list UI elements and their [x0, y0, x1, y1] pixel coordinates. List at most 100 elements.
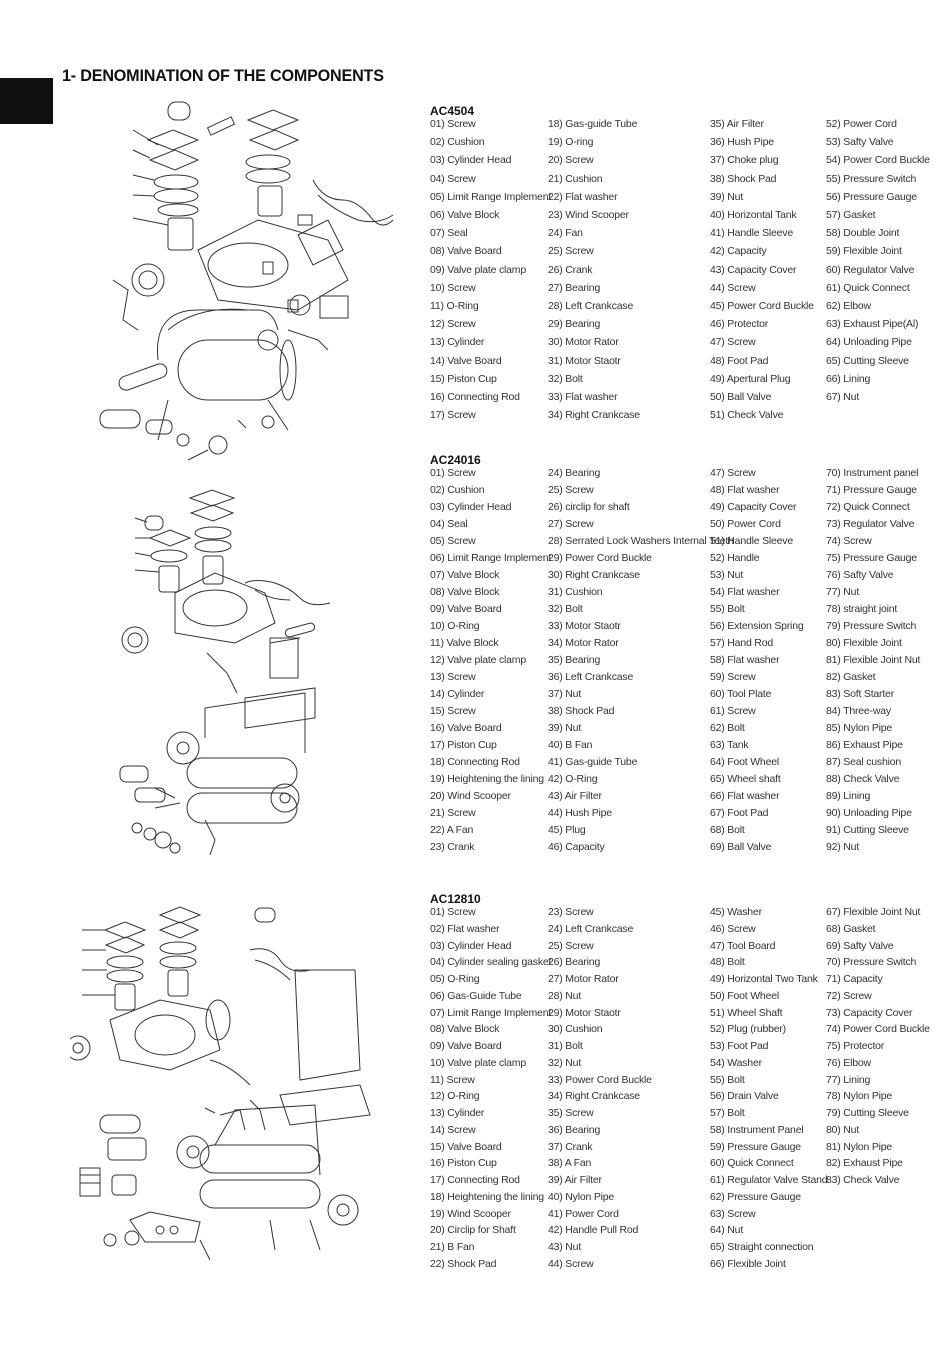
part-item: 02) Cushion — [430, 484, 485, 496]
part-item: 24) Left Crankcase — [548, 922, 634, 935]
part-item: 40) Horizontal Tank — [710, 209, 797, 221]
part-item: 50) Ball Valve — [710, 391, 772, 403]
part-item: 03) Cylinder Head — [430, 939, 512, 952]
part-item: 22) Shock Pad — [430, 1257, 497, 1270]
part-item: 46) Protector — [710, 318, 769, 331]
part-item: 50) Power Cord — [710, 518, 781, 530]
part-item: 38) Shock Pad — [548, 705, 615, 717]
part-item: 15) Valve Board — [430, 1140, 502, 1153]
part-item: 82) Gasket — [826, 671, 876, 683]
part-item: 09) Valve Board — [430, 603, 502, 615]
part-item: 69) Safty Valve — [826, 939, 894, 952]
part-item: 49) Horizontal Two Tank — [710, 973, 818, 985]
part-item: 10) O-Ring — [430, 620, 480, 632]
part-item: 06) Gas-Guide Tube — [430, 989, 522, 1002]
part-item: 64) Unloading Pipe — [826, 336, 912, 349]
part-item: 45) Plug — [548, 824, 586, 836]
part-item: 34) Motor Rator — [548, 637, 619, 649]
part-item: 37) Choke plug — [710, 154, 779, 167]
part-item: 16) Piston Cup — [430, 1157, 497, 1170]
part-item: 48) Flat washer — [710, 484, 780, 496]
part-item: 81) Nylon Pipe — [826, 1140, 893, 1153]
part-item: 55) Pressure Switch — [826, 172, 917, 185]
part-item: 76) Safty Valve — [826, 569, 894, 581]
part-item: 66) Flexible Joint — [710, 1257, 786, 1270]
part-item: 36) Bearing — [548, 1123, 601, 1136]
part-item: 57) Gasket — [826, 209, 876, 221]
part-item: 21) Screw — [430, 807, 476, 819]
part-item: 13) Screw — [430, 671, 476, 683]
part-item: 56) Drain Valve — [710, 1090, 779, 1103]
part-item: 18) Heightening the lining — [430, 1190, 544, 1203]
part-item: 25) Screw — [548, 939, 594, 952]
part-item: 53) Foot Pad — [710, 1040, 769, 1052]
part-item: 45) Power Cord Buckle — [710, 300, 814, 312]
part-item: 92) Nut — [826, 841, 860, 853]
part-item: 10) Screw — [430, 281, 476, 294]
part-item: 36) Hush Pipe — [710, 136, 774, 149]
part-item: 78) Nylon Pipe — [826, 1090, 893, 1103]
part-item: 08) Valve Board — [430, 245, 502, 258]
part-item: 34) Right Crankcase — [548, 409, 640, 422]
part-item: 39) Air Filter — [548, 1174, 602, 1186]
part-item: 56) Extension Spring — [710, 620, 804, 632]
part-item: 10) Valve plate clamp — [430, 1056, 526, 1069]
part-item: 41) Handle Sleeve — [710, 227, 793, 240]
part-item: 29) Power Cord Buckle — [548, 552, 652, 564]
part-item: 44) Screw — [710, 281, 756, 294]
part-item: 21) B Fan — [430, 1241, 475, 1253]
part-item: 27) Motor Rator — [548, 973, 619, 985]
part-item: 89) Lining — [826, 790, 871, 802]
part-item: 27) Bearing — [548, 281, 601, 294]
part-item: 44) Screw — [548, 1257, 594, 1270]
part-item: 61) Regulator Valve Stand — [710, 1174, 828, 1186]
part-item: 39) Nut — [548, 722, 582, 734]
part-item: 56) Pressure Gauge — [826, 190, 917, 203]
part-item: 19) O-ring — [548, 136, 594, 149]
part-item: 07) Seal — [430, 227, 468, 240]
part-item: 51) Handle Sleeve — [710, 535, 793, 547]
part-item: 65) Straight connection — [710, 1241, 814, 1253]
part-item: 14) Valve Board — [430, 354, 502, 367]
part-item: 87) Seal cushion — [826, 756, 902, 768]
part-item: 18) Connecting Rod — [430, 756, 520, 768]
part-item: 50) Foot Wheel — [710, 989, 779, 1002]
part-item: 78) straight joint — [826, 603, 898, 615]
part-item: 33) Flat washer — [548, 391, 618, 403]
part-item: 52) Plug (rubber) — [710, 1023, 786, 1036]
part-item: 73) Capacity Cover — [826, 1006, 913, 1019]
part-item: 91) Cutting Sleeve — [826, 824, 909, 836]
part-item: 41) Gas-guide Tube — [548, 756, 638, 768]
part-item: 32) Nut — [548, 1056, 582, 1069]
part-item: 65) Wheel shaft — [710, 773, 781, 785]
part-item: 64) Nut — [710, 1224, 744, 1237]
part-item: 84) Three-way — [826, 705, 891, 717]
part-item: 86) Exhaust Pipe — [826, 739, 903, 751]
part-item: 60) Regulator Valve — [826, 263, 915, 276]
part-item: 26) circlip for shaft — [548, 501, 630, 513]
part-item: 24) Bearing — [548, 467, 601, 479]
part-item: 30) Cushion — [548, 1023, 603, 1036]
part-item: 67) Foot Pad — [710, 807, 769, 819]
part-item: 02) Cushion — [430, 136, 485, 149]
part-item: 01) Screw — [430, 118, 476, 130]
part-item: 59) Flexible Joint — [826, 245, 902, 258]
part-item: 55) Bolt — [710, 1073, 745, 1086]
part-item: 21) Cushion — [548, 172, 603, 185]
part-item: 35) Screw — [548, 1107, 594, 1119]
model-name: AC24016 — [430, 453, 481, 467]
part-item: 16) Valve Board — [430, 722, 502, 734]
part-item: 33) Motor Staotr — [548, 620, 621, 632]
part-item: 66) Lining — [826, 372, 871, 385]
part-item: 11) Valve Block — [430, 637, 499, 649]
part-item: 19) Wind Scooper — [430, 1207, 511, 1220]
part-item: 37) Nut — [548, 688, 582, 700]
part-item: 60) Quick Connect — [710, 1157, 794, 1170]
part-item: 53) Nut — [710, 569, 744, 581]
part-item: 22) Flat washer — [548, 190, 618, 203]
part-item: 40) Nylon Pipe — [548, 1190, 615, 1203]
part-item: 40) B Fan — [548, 739, 593, 751]
part-item: 13) Cylinder — [430, 1107, 485, 1119]
part-item: 07) Valve Block — [430, 569, 500, 581]
part-item: 82) Exhaust Pipe — [826, 1157, 903, 1170]
